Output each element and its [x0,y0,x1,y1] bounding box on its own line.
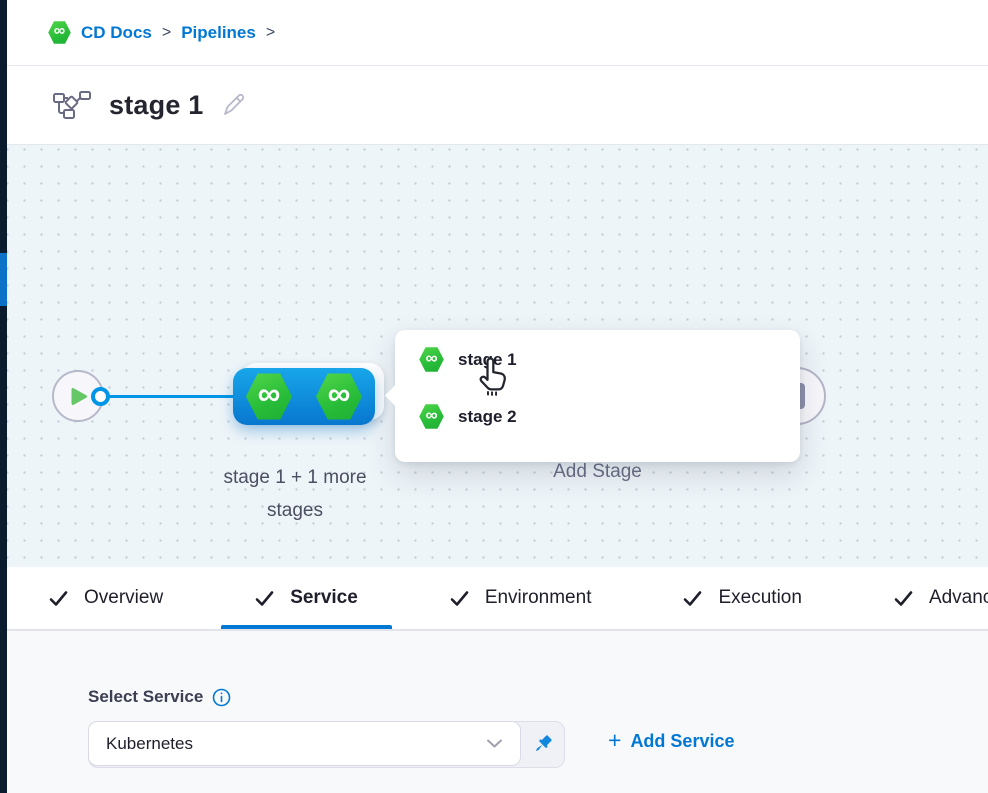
breadcrumb-project-link[interactable]: CD Docs [81,22,152,42]
plus-icon: + [608,727,622,753]
breadcrumb-separator-icon: > [265,23,276,41]
stage-group-label: stage 1 + 1 more stages [223,467,367,521]
add-service-button[interactable]: + Add Service [608,727,735,753]
main-area: ∞ CD Docs > Pipelines > stage 1 [7,0,988,793]
info-icon[interactable] [212,688,231,707]
tab-overview[interactable]: Overview [15,567,197,629]
add-service-label: Add Service [630,731,735,751]
select-service-label-row: Select Service [88,687,231,707]
harness-stage-icon: ∞ [419,404,444,429]
check-icon [49,590,68,606]
harness-stage-icon: ∞ [419,347,444,372]
harness-stage-icon: ∞ [315,373,363,420]
stage-tabs: Overview Service Environment Execution A… [7,567,988,631]
chevron-down-icon [487,739,502,748]
pipeline-flowchart-icon [52,90,92,120]
breadcrumb-separator-icon: > [161,23,172,41]
popup-stage-item[interactable]: ∞ stage 2 [419,404,800,429]
check-icon [255,590,274,606]
harness-stage-icon: ∞ [245,373,293,420]
stage-title-bar: stage 1 [7,66,988,145]
breadcrumb: ∞ CD Docs > Pipelines > [48,21,275,44]
stage-group-node[interactable]: ∞ ∞ [233,368,375,425]
tab-advanced[interactable]: Advanced [860,567,988,629]
nav-rail-active-indicator[interactable] [0,253,7,306]
popup-stage-label: stage 1 [458,349,517,369]
service-panel: Select Service Kubernetes [7,631,988,793]
service-select-group: Kubernetes [88,721,565,768]
tab-service[interactable]: Service [221,567,392,629]
pin-service-button[interactable] [521,722,564,767]
pin-icon [535,735,552,752]
edit-pencil-icon[interactable] [220,92,246,118]
tab-execution[interactable]: Execution [649,567,835,629]
pipeline-canvas[interactable]: ∞ ∞ stage 1 + 1 more stages Add Stage ∞ … [7,145,988,567]
add-stage-button[interactable]: Add Stage [553,461,642,482]
nav-rail [0,0,7,793]
edge-port-icon[interactable] [91,387,110,406]
pipeline-edge [106,395,238,398]
service-select[interactable]: Kubernetes [88,721,521,766]
popup-stage-label: stage 2 [458,406,517,426]
service-select-value: Kubernetes [106,733,193,753]
page-title: stage 1 [109,89,204,120]
check-icon [684,590,702,606]
select-service-label: Select Service [88,687,204,706]
check-icon [894,590,913,606]
play-icon [71,387,87,405]
tab-environment[interactable]: Environment [416,567,626,629]
stage-list-popup: ∞ stage 1 ∞ stage 2 [395,330,800,462]
breadcrumb-bar: ∞ CD Docs > Pipelines > [7,0,988,66]
harness-logo-icon: ∞ [48,21,71,44]
check-icon [450,590,469,606]
popup-stage-item[interactable]: ∞ stage 1 [419,347,800,372]
breadcrumb-pipelines-link[interactable]: Pipelines [181,22,256,42]
